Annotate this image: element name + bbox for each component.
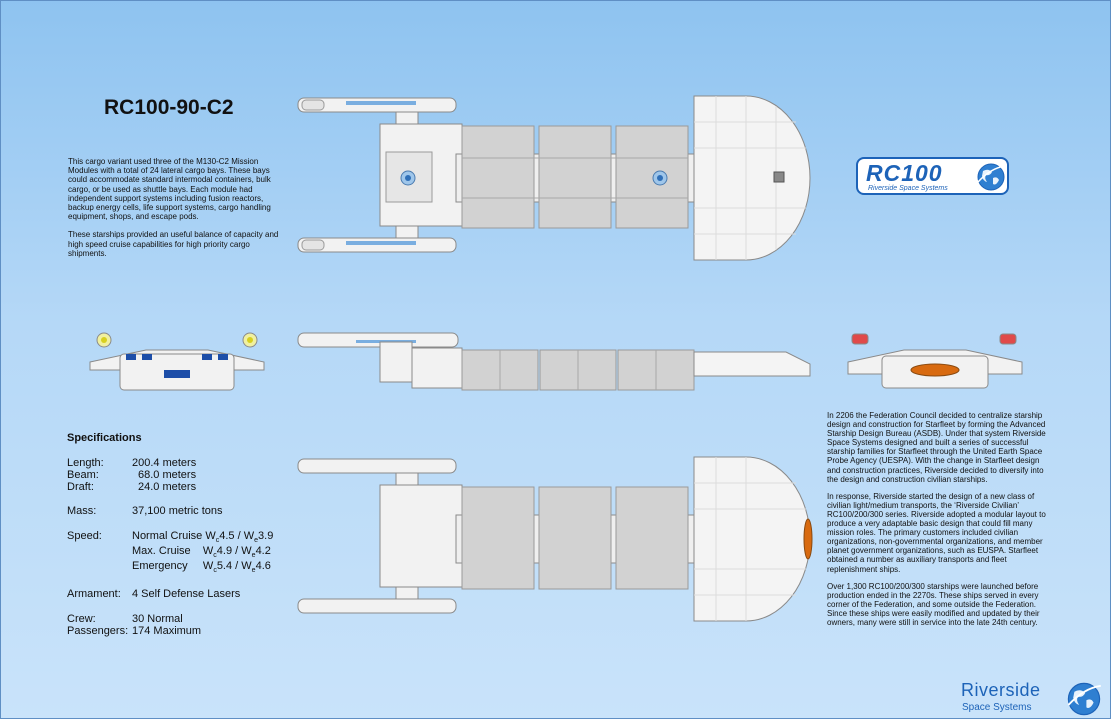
speed-wc: 5.4: [216, 560, 233, 572]
spec-crew-label: Crew:: [67, 613, 96, 625]
spec-length-value: 200.4 meters: [132, 457, 197, 469]
side-primary-hull: [693, 351, 811, 377]
rc100-logo: RC100 Riverside Space Systems: [856, 157, 1009, 195]
spec-mass-value: 37,100 metric tons: [132, 505, 223, 517]
globe-icon: [1067, 682, 1101, 716]
cargo-modules: [461, 125, 689, 229]
spec-draft-value: 24.0 meters: [138, 481, 197, 493]
spec-beam-value: 68.0 meters: [138, 469, 197, 481]
intro-text: This cargo variant used three of the M13…: [68, 157, 290, 267]
side-cargo-modules: [461, 349, 695, 391]
lower-nacelle: [297, 223, 457, 253]
spec-armament-label: Armament:: [67, 588, 121, 600]
intro-paragraph: These starships provided an useful balan…: [68, 230, 279, 258]
history-paragraph: Over 1,300 RC100/200/300 starships were …: [827, 581, 1040, 627]
spec-passengers-value: 174 Maximum: [132, 625, 202, 637]
spec-beam-label: Beam:: [67, 469, 99, 481]
speed-row: Emergency Wc5.4 / We4.6: [132, 560, 271, 575]
speed-name: Emergency: [132, 560, 188, 572]
spec-crew-value: 30 Normal: [132, 613, 183, 625]
speed-row: Max. Cruise Wc4.9 / We4.2: [132, 545, 271, 560]
ventral-cargo-modules: [461, 486, 689, 590]
logo-line-1: Riverside: [961, 680, 1041, 700]
navigational-deflector: [803, 518, 813, 560]
ventral-view: [297, 456, 813, 622]
spec-length-label: Length:: [67, 457, 104, 469]
history-text: In 2206 the Federation Council decided t…: [827, 411, 1047, 635]
spec-draft-label: Draft:: [67, 481, 94, 493]
page-title: RC100-90-C2: [104, 96, 234, 119]
primary-hull: [693, 95, 811, 261]
speed-name: Normal Cruise: [132, 530, 203, 542]
side-view: [297, 332, 811, 391]
spec-speed-label: Speed:: [67, 530, 102, 542]
intro-paragraph: This cargo variant used three of the M13…: [68, 157, 271, 222]
speed-name: Max. Cruise: [132, 545, 191, 557]
speed-row: Normal Cruise Wc4.5 / We3.9: [132, 530, 274, 545]
speed-we: 4.2: [255, 545, 271, 557]
speed-we: 3.9: [258, 530, 274, 542]
history-paragraph: In response, Riverside started the desig…: [827, 491, 1046, 574]
rear-view: [847, 333, 1023, 389]
upper-nacelle: [297, 97, 457, 127]
dorsal-view: [297, 95, 811, 261]
logo-company: Riverside Space Systems: [868, 185, 948, 192]
speed-wc: 4.5: [219, 530, 235, 542]
speed-we: 4.6: [255, 560, 271, 572]
specifications-heading: Specifications: [67, 432, 142, 444]
spec-passengers-label: Passengers:: [67, 625, 129, 637]
globe-icon: [977, 163, 1006, 191]
logo-name: RC100: [866, 160, 943, 186]
spec-mass-label: Mass:: [67, 505, 97, 517]
history-paragraph: In 2206 the Federation Council decided t…: [827, 411, 1046, 484]
logo-line-2: Space Systems: [962, 702, 1032, 713]
riverside-logo: Riverside Space Systems: [961, 680, 1041, 713]
speed-wc: 4.9: [216, 545, 233, 557]
spec-armament-value: 4 Self Defense Lasers: [132, 588, 241, 600]
front-view: [89, 332, 265, 391]
